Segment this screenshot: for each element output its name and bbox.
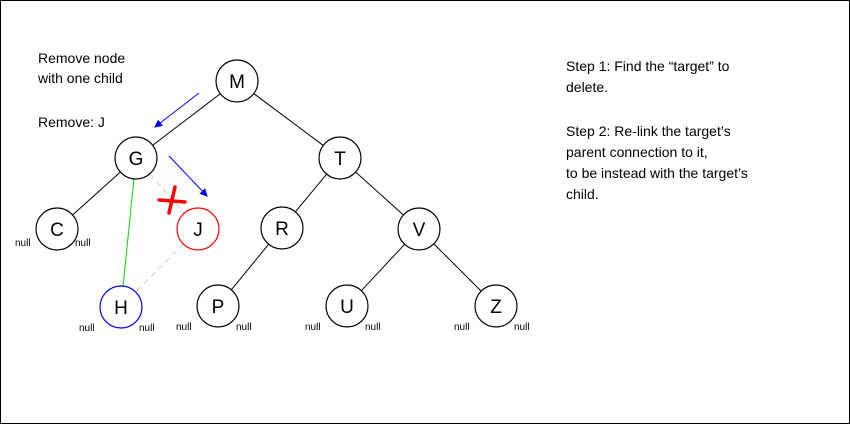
step2-line4: child. (566, 186, 599, 202)
node-R (260, 206, 304, 250)
arrow-to-J (168, 155, 208, 197)
cut-mark-icon (157, 185, 187, 215)
step2-line1: Step 2: Re-link the target’s (566, 123, 731, 139)
edge-M-G (152, 93, 221, 146)
node-Z-label: Z (490, 297, 502, 318)
removed-edge-J-H (135, 243, 184, 293)
node-T-label: T (334, 149, 346, 170)
node-V (397, 207, 441, 251)
step2-line2: parent connection to it, (566, 144, 708, 160)
step2-line3: to be instead with the target’s (566, 165, 748, 181)
title-line-2: with one child (38, 70, 123, 86)
arrow-to-G (154, 92, 200, 128)
node-V-label: V (413, 220, 426, 241)
title-line-1: Remove node (38, 50, 126, 66)
node-C-label: C (50, 220, 64, 241)
null-P-right: null (236, 322, 252, 333)
edge-M-T (253, 93, 324, 146)
null-H-right: null (139, 323, 155, 334)
node-P-label: P (212, 297, 225, 318)
relink-edge-G-H (122, 178, 135, 287)
node-U (325, 284, 369, 328)
node-T (318, 136, 362, 180)
edge-V-U (360, 243, 406, 292)
node-H-label: H (114, 298, 128, 319)
null-Z-left: null (454, 322, 470, 333)
node-C (35, 207, 79, 251)
edge-T-R (295, 173, 327, 213)
step1-line2: delete. (566, 79, 609, 95)
node-M (215, 59, 259, 103)
null-Z-right: null (514, 322, 530, 333)
null-P-left: null (176, 322, 192, 333)
null-H-left: null (79, 323, 95, 334)
removed-edge-G-J (149, 173, 185, 214)
null-U-right: null (365, 322, 381, 333)
node-H (99, 285, 143, 329)
step1-line1: Step 1: Find the “target” to (566, 58, 730, 74)
node-Z (474, 284, 518, 328)
edge-V-Z (433, 243, 482, 292)
null-C-left: null (15, 238, 31, 249)
null-U-left: null (305, 322, 321, 333)
edge-R-P (230, 243, 270, 291)
node-G (114, 136, 158, 180)
node-P (196, 284, 240, 328)
node-J-label: J (193, 220, 203, 241)
node-M-label: M (229, 72, 245, 93)
edge-G-C (72, 171, 121, 216)
node-U-label: U (340, 297, 354, 318)
node-G-label: G (129, 149, 144, 170)
remove-label: Remove: J (38, 114, 105, 130)
null-C-right: null (75, 238, 91, 249)
node-R-label: R (275, 219, 289, 240)
edge-T-V (355, 171, 404, 216)
node-J (176, 207, 220, 251)
